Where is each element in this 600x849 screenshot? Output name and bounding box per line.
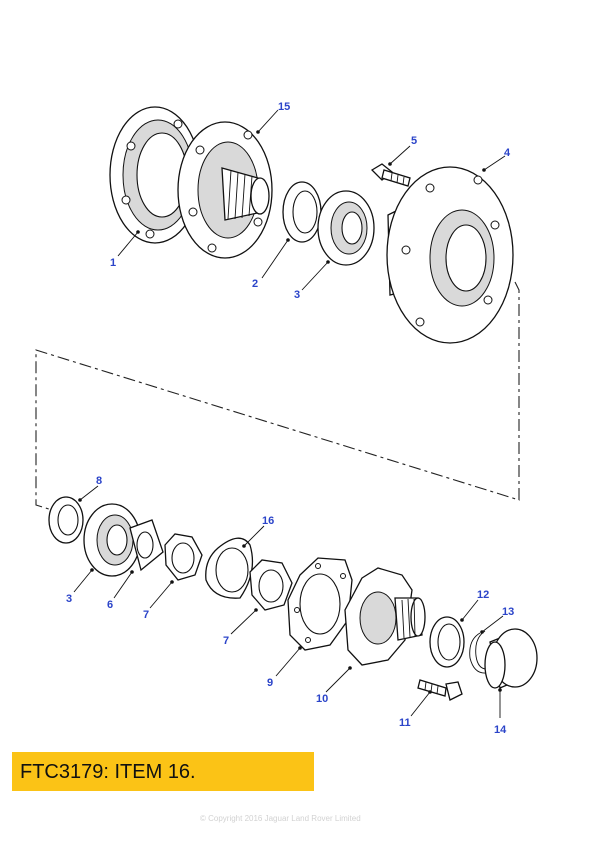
part-15-drive-flange-shaft	[177, 121, 273, 259]
item-caption-box: FTC3179: ITEM 16.	[12, 752, 314, 791]
callout-9: 9	[267, 677, 273, 689]
callout-5: 5	[411, 135, 417, 147]
callout-12: 12	[477, 589, 489, 601]
part-9-gasket	[287, 557, 353, 651]
part-8-seal	[48, 496, 84, 544]
callout-8: 8	[96, 475, 102, 487]
callout-15: 15	[278, 101, 290, 113]
callout-11: 11	[399, 717, 411, 729]
callout-7-right: 7	[223, 635, 229, 647]
callout-16: 16	[262, 515, 274, 527]
assembly-path-line	[35, 281, 520, 511]
callout-4: 4	[504, 147, 511, 159]
callout-7-left: 7	[143, 609, 149, 621]
part-3-bearing-top	[317, 190, 375, 266]
part-7-nut-right	[249, 559, 293, 611]
callout-2: 2	[252, 278, 258, 290]
part-12-shim	[429, 616, 465, 668]
part-11-bolt	[417, 679, 463, 701]
callout-14: 14	[494, 724, 507, 736]
item-caption-text: FTC3179: ITEM 16.	[20, 761, 196, 783]
part-4-hub	[386, 166, 514, 344]
part-3-bearing-bottom	[83, 503, 141, 577]
copyright-watermark: © Copyright 2016 Jaguar Land Rover Limit…	[200, 814, 361, 823]
callout-10: 10	[316, 693, 328, 705]
callout-13: 13	[502, 606, 514, 618]
part-10-drive-member	[344, 567, 426, 666]
part-16-lock-washer	[205, 537, 254, 599]
part-7-nut-left	[164, 533, 203, 581]
part-6-spacer	[129, 519, 164, 572]
callout-3-top: 3	[294, 289, 300, 301]
callout-3-bottom: 3	[66, 593, 72, 605]
part-14-hub-cap	[484, 628, 538, 689]
part-5-bolt	[370, 163, 411, 187]
leader-lines	[73, 109, 506, 718]
callout-1: 1	[110, 257, 116, 269]
part-2-oil-seal	[282, 181, 322, 243]
callout-6: 6	[107, 599, 113, 611]
